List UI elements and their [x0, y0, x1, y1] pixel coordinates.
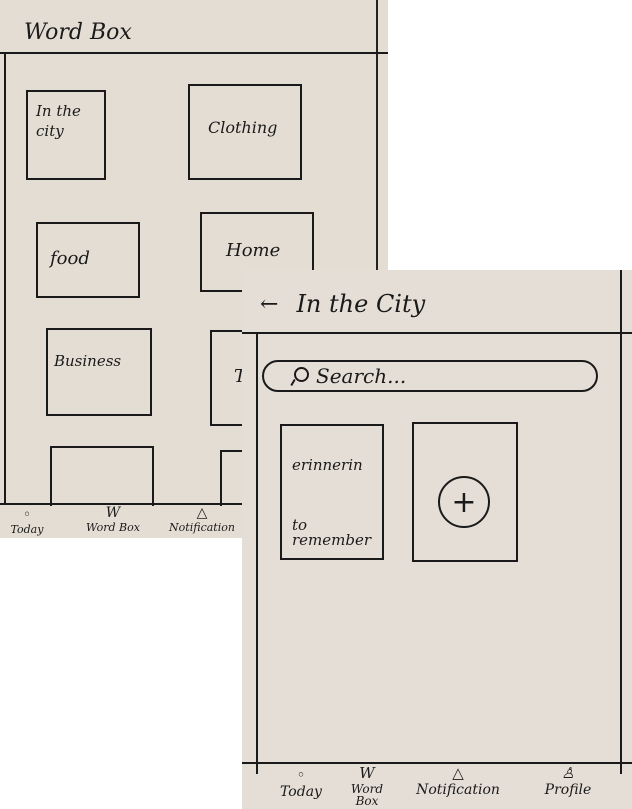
nav-notification[interactable]: △ Notification [152, 506, 252, 533]
nav-word-box[interactable]: W Word Box [84, 506, 142, 533]
header-divider [242, 332, 632, 334]
header: ← In the City [260, 290, 425, 318]
circle-icon: ◦ [296, 766, 306, 784]
left-frame [4, 54, 6, 504]
w-icon: W [359, 764, 375, 782]
category-label: Home [226, 240, 281, 261]
category-tile-clothing[interactable]: Clothing [188, 84, 302, 180]
word-box-screen: Word Box In the city Clothing food Home … [0, 0, 388, 538]
triangle-icon: △ [196, 505, 208, 521]
search-placeholder: Search... [316, 364, 407, 388]
circle-icon: ◦ [22, 507, 32, 523]
plus-circle-icon: + [438, 476, 490, 528]
page-title: In the City [296, 290, 426, 318]
nav-today[interactable]: ◦ Today [6, 508, 48, 535]
right-frame [620, 270, 622, 774]
nav-word-box[interactable]: W Word Box [342, 764, 392, 808]
nav-divider [242, 762, 632, 764]
category-label: Business [54, 352, 122, 370]
category-tile-partial-bottom[interactable] [50, 446, 154, 506]
arrow-left-icon[interactable]: ← [260, 291, 279, 317]
category-tile-business[interactable]: Business [46, 328, 152, 416]
header-divider [0, 52, 388, 54]
search-icon [290, 367, 309, 387]
card-word: erinnerin [292, 456, 363, 474]
triangle-icon: △ [452, 764, 464, 782]
left-frame [256, 334, 258, 774]
word-card[interactable]: erinnerin to remember [280, 424, 384, 560]
category-tile-food[interactable]: food [36, 222, 140, 298]
category-tile-partial-bottom-right[interactable] [220, 450, 260, 506]
page-title: Word Box [24, 20, 132, 45]
nav-profile[interactable]: ♙ Profile [528, 764, 608, 798]
card-translation: to remember [292, 516, 372, 549]
search-input[interactable]: Search... [262, 360, 598, 392]
category-label: In the city [36, 102, 81, 140]
person-icon: ♙ [561, 764, 575, 782]
category-label: Clothing [208, 118, 278, 137]
nav-notification[interactable]: △ Notification [398, 764, 518, 798]
nav-divider [0, 503, 388, 505]
category-label: food [50, 248, 90, 269]
w-icon: W [105, 505, 121, 521]
right-edge [376, 0, 378, 538]
nav-today[interactable]: ◦ Today [270, 766, 332, 800]
city-screen: ← In the City Search... erinnerin to rem… [242, 270, 632, 809]
category-tile-in-the-city[interactable]: In the city [26, 90, 106, 180]
add-card-button[interactable]: + [412, 422, 518, 562]
